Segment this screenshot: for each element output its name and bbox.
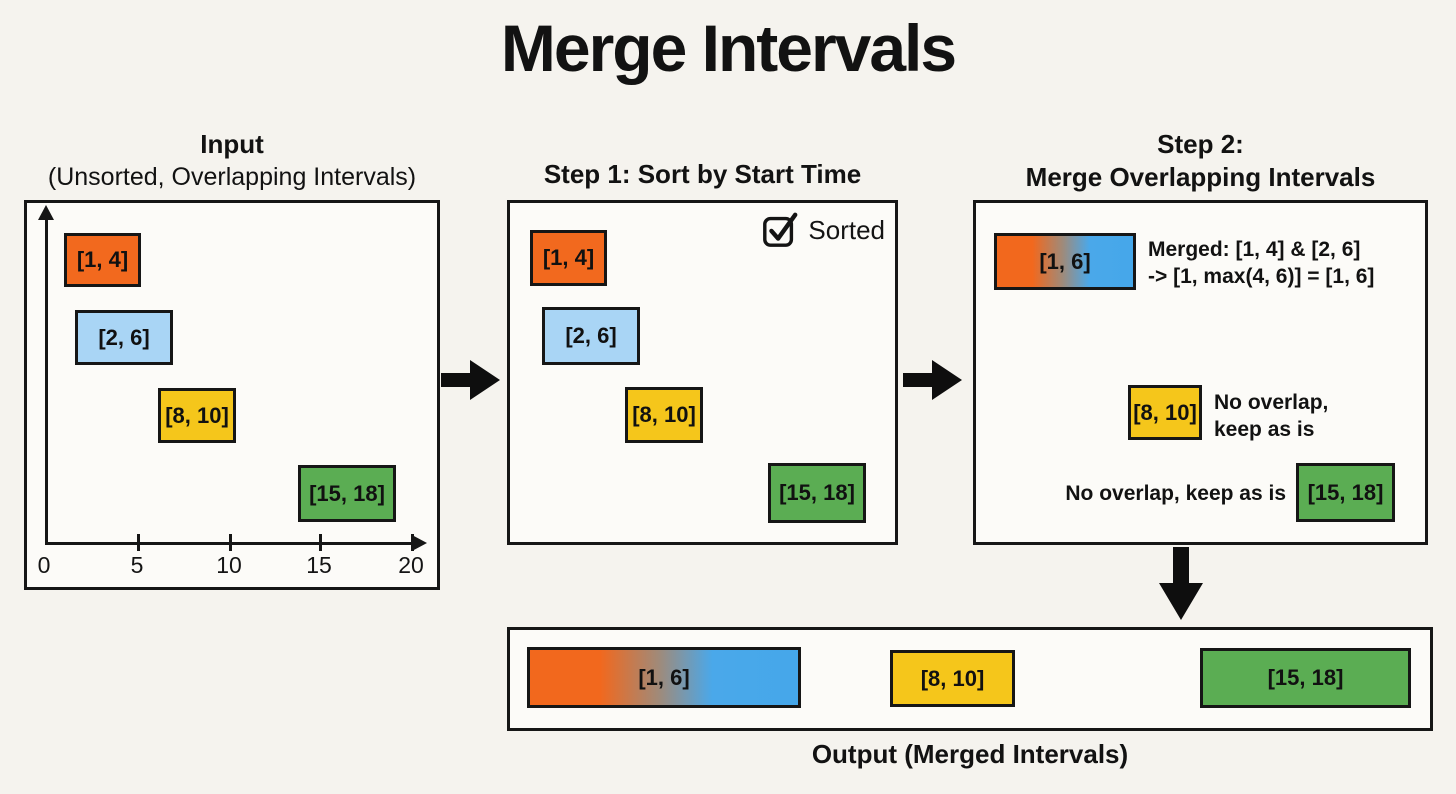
interval-box-1-4: [1, 4] (64, 233, 141, 287)
merged-note: Merged: [1, 4] & [2, 6] -> [1, max(4, 6)… (1148, 236, 1423, 291)
step2-panel: [1, 6] Merged: [1, 4] & [2, 6] -> [1, ma… (973, 200, 1428, 545)
x-axis-tick (137, 534, 140, 551)
merged-note-line2: -> [1, max(4, 6)] = [1, 6] (1148, 265, 1375, 289)
arrow-right-icon (441, 360, 500, 400)
output-interval-box-15-18: [15, 18] (1200, 648, 1411, 708)
interval-box-15-18: [15, 18] (1296, 463, 1395, 522)
interval-box-15-18: [15, 18] (768, 463, 866, 523)
interval-box-2-6: [2, 6] (542, 307, 640, 365)
input-panel-header: Input (Unsorted, Overlapping Intervals) (24, 128, 440, 193)
x-axis-arrow-icon (412, 535, 427, 551)
no-overlap-note-15-18: No overlap, keep as is (1065, 482, 1286, 505)
no-overlap-note-line2: keep as is (1214, 418, 1315, 442)
output-panel: [1, 6] [8, 10] [15, 18] (507, 627, 1433, 731)
step2-panel-title-line1: Step 2: (1157, 129, 1244, 159)
x-axis-tick (411, 534, 414, 551)
output-interval-box-8-10: [8, 10] (890, 650, 1015, 707)
input-panel-subtitle: (Unsorted, Overlapping Intervals) (47, 163, 417, 192)
output-interval-box-1-6: [1, 6] (527, 647, 801, 708)
input-panel: 0 5 10 15 20 [1, 4] [2, 6] [8, 10] [15, … (24, 200, 440, 590)
y-axis (45, 217, 48, 544)
interval-box-8-10: [8, 10] (625, 387, 703, 443)
page-title: Merge Intervals (500, 11, 957, 85)
x-axis-tick-label: 5 (130, 552, 144, 578)
merged-interval-box-1-6: [1, 6] (994, 233, 1136, 290)
no-overlap-note-8-10: No overlap, keep as is (1214, 389, 1384, 444)
sorted-badge: Sorted (761, 211, 885, 249)
x-axis-tick-label: 20 (398, 552, 424, 578)
x-axis-tick (229, 534, 232, 551)
interval-box-1-4: [1, 4] (530, 230, 607, 286)
input-panel-title: Input (200, 129, 264, 159)
arrow-down-icon (1159, 547, 1203, 620)
interval-box-8-10: [8, 10] (158, 388, 236, 443)
no-overlap-note-line1: No overlap, (1214, 391, 1329, 414)
sorted-label: Sorted (808, 214, 885, 245)
y-axis-arrow-icon (38, 205, 54, 220)
output-caption: Output (Merged Intervals) (811, 739, 1129, 769)
step2-panel-header: Step 2: Merge Overlapping Intervals (973, 128, 1428, 195)
interval-box-8-10: [8, 10] (1128, 385, 1202, 440)
step1-panel: Sorted [1, 4] [2, 6] [8, 10] [15, 18] (507, 200, 898, 545)
x-axis-tick (319, 534, 322, 551)
checkbox-checked-icon (763, 212, 798, 247)
x-axis-tick-label: 10 (216, 552, 242, 578)
interval-box-2-6: [2, 6] (75, 310, 173, 365)
merged-note-line1: Merged: [1, 4] & [2, 6] (1148, 238, 1361, 261)
interval-box-15-18: [15, 18] (298, 465, 396, 522)
arrow-right-icon (903, 360, 962, 400)
x-axis-tick-label: 0 (37, 552, 51, 578)
step1-panel-title: Step 1: Sort by Start Time (543, 159, 862, 189)
x-axis-tick-label: 15 (306, 552, 332, 578)
step2-panel-title-line2: Merge Overlapping Intervals (1025, 162, 1376, 193)
